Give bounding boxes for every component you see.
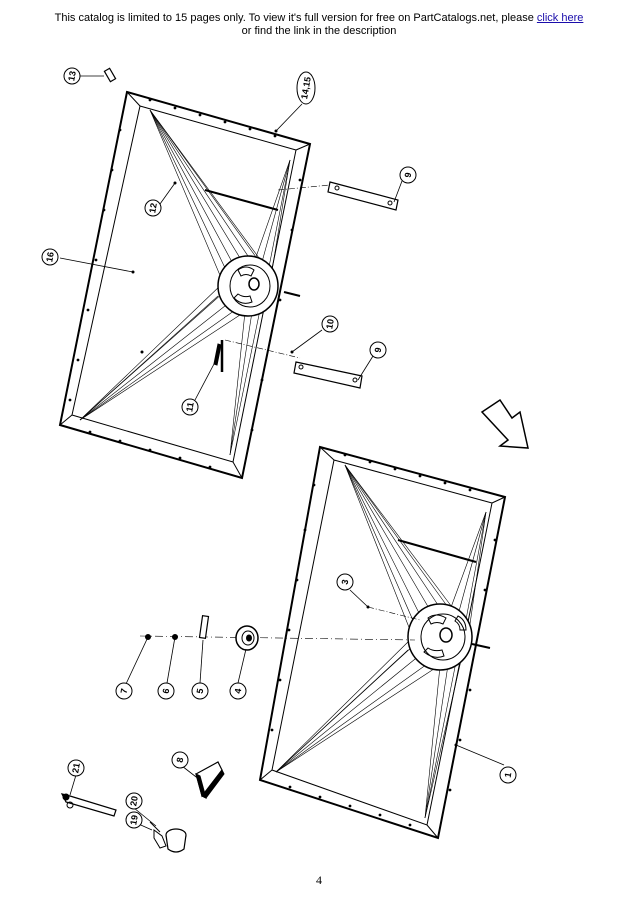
part-8-block <box>195 761 225 799</box>
part-21-bracket <box>60 793 117 817</box>
banner-line2: or find the link in the description <box>241 25 397 37</box>
callout-10: 10 <box>321 315 339 333</box>
upper-frame <box>58 90 331 480</box>
banner-text: This catalog is limited to 15 pages only… <box>54 12 534 24</box>
part-11-clip <box>213 343 222 366</box>
part-9-bar-upper <box>327 181 399 211</box>
click-here-link[interactable]: click here <box>536 12 584 24</box>
svg-text:7: 7 <box>119 688 130 695</box>
catalog-limit-banner: This catalog is limited to 15 pages only… <box>0 12 638 38</box>
svg-text:12: 12 <box>147 202 159 214</box>
part-5-pin <box>198 615 210 639</box>
page-number: 4 <box>316 873 322 887</box>
callout-19: 19 <box>125 811 143 829</box>
callout-9-upper: 9 <box>399 166 417 184</box>
svg-text:20: 20 <box>128 795 140 807</box>
svg-text:11: 11 <box>184 401 196 412</box>
svg-text:9: 9 <box>403 172 414 179</box>
callout-13: 13 <box>63 67 81 85</box>
svg-text:21: 21 <box>70 762 82 774</box>
callout-3: 3 <box>336 573 354 591</box>
callout-16: 16 <box>41 248 59 266</box>
callout-21: 21 <box>67 759 85 777</box>
svg-text:5: 5 <box>195 688 206 695</box>
callout-9-lower: 9 <box>369 341 387 359</box>
svg-text:14,15: 14,15 <box>299 76 313 100</box>
svg-text:6: 6 <box>161 688 172 695</box>
callout-11: 11 <box>181 398 199 416</box>
part-13-bracket <box>103 67 117 83</box>
callout-12: 12 <box>144 199 162 217</box>
part-9-bar-lower <box>293 361 363 389</box>
callout-14-15: 14,15 <box>296 71 316 105</box>
callout-6: 6 <box>157 682 175 700</box>
svg-text:8: 8 <box>175 757 186 764</box>
part-4-bearing <box>235 625 259 651</box>
svg-text:13: 13 <box>66 70 78 82</box>
callout-8: 8 <box>171 751 189 769</box>
callout-7: 7 <box>115 682 133 700</box>
part-19-20-cup <box>149 821 187 853</box>
callout-5: 5 <box>191 682 209 700</box>
svg-text:19: 19 <box>128 814 140 826</box>
svg-text:9: 9 <box>373 347 384 354</box>
svg-text:10: 10 <box>324 318 336 330</box>
callout-1: 1 <box>499 766 517 784</box>
svg-text:16: 16 <box>44 251 56 263</box>
direction-arrow <box>480 398 529 449</box>
svg-text:1: 1 <box>503 772 514 779</box>
svg-text:4: 4 <box>233 688 244 695</box>
svg-text:3: 3 <box>340 579 351 586</box>
lower-frame <box>258 445 507 840</box>
callout-labels: 13 14,15 12 16 9 10 9 11 3 7 6 5 4 8 1 2… <box>41 67 517 829</box>
callout-4: 4 <box>229 682 247 700</box>
callout-20: 20 <box>125 792 143 810</box>
